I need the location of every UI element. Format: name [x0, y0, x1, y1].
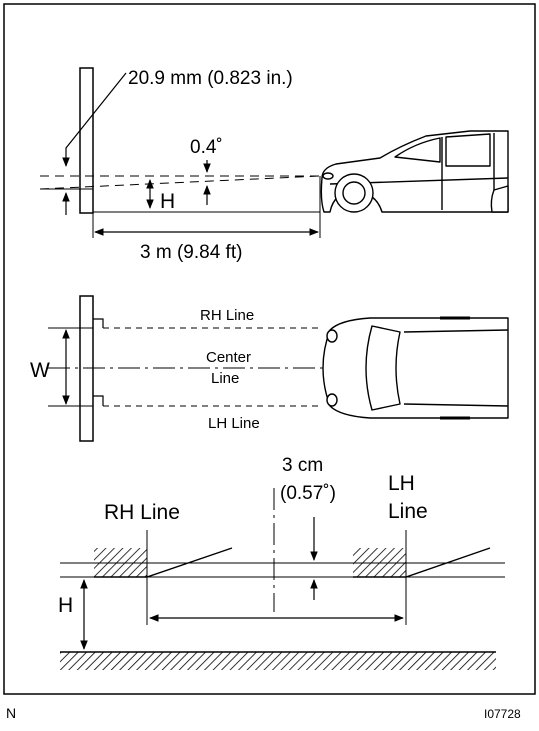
lh-line-label-top: LH Line: [208, 415, 260, 432]
car-side-illustration: [320, 130, 509, 213]
center-line-label-2: Line: [211, 370, 239, 387]
car-top-illustration: [322, 316, 509, 420]
angle-label: 0.4˚: [190, 137, 223, 158]
width-label: W: [30, 359, 50, 382]
distance-label: 3 m (9.84 ft): [140, 242, 242, 263]
rh-tick: [93, 318, 104, 328]
height-label-top: H: [160, 190, 175, 213]
offset-label: 20.9 mm (0.823 in.): [128, 68, 293, 89]
height-label-bottom: H: [58, 594, 73, 617]
beam-pattern-section: H 3 cm (0.57˚) RH Line LH Line: [58, 455, 505, 670]
offset-leader: [62, 72, 127, 167]
lh-line-label-bottom-1: LH: [388, 472, 415, 495]
lh-tick: [93, 395, 104, 406]
lh-cutoff-hatch: [353, 548, 406, 577]
drop-label-1: 3 cm: [282, 455, 323, 476]
rh-cutoff-hatch: [94, 548, 147, 577]
rh-line-label-top: RH Line: [200, 307, 254, 324]
lh-line-label-bottom-2: Line: [388, 500, 428, 523]
corner-label-left: N: [6, 705, 16, 721]
drop-label-2: (0.57˚): [280, 483, 336, 504]
ground-hatch: [60, 652, 496, 670]
rh-line-label-bottom: RH Line: [104, 501, 180, 524]
aiming-screen-side: [79, 67, 94, 214]
figure-id: I07728: [484, 707, 521, 721]
center-line-label-1: Center: [206, 349, 251, 366]
side-view-section: H 0.4˚ 20.9 mm (0.823 in.) 3 m (9.84 ft): [39, 67, 509, 263]
beam-drop-line: [39, 175, 321, 190]
figure-frame: [3, 3, 536, 695]
top-view-section: W RH Line Center Line LH Line: [30, 295, 509, 442]
